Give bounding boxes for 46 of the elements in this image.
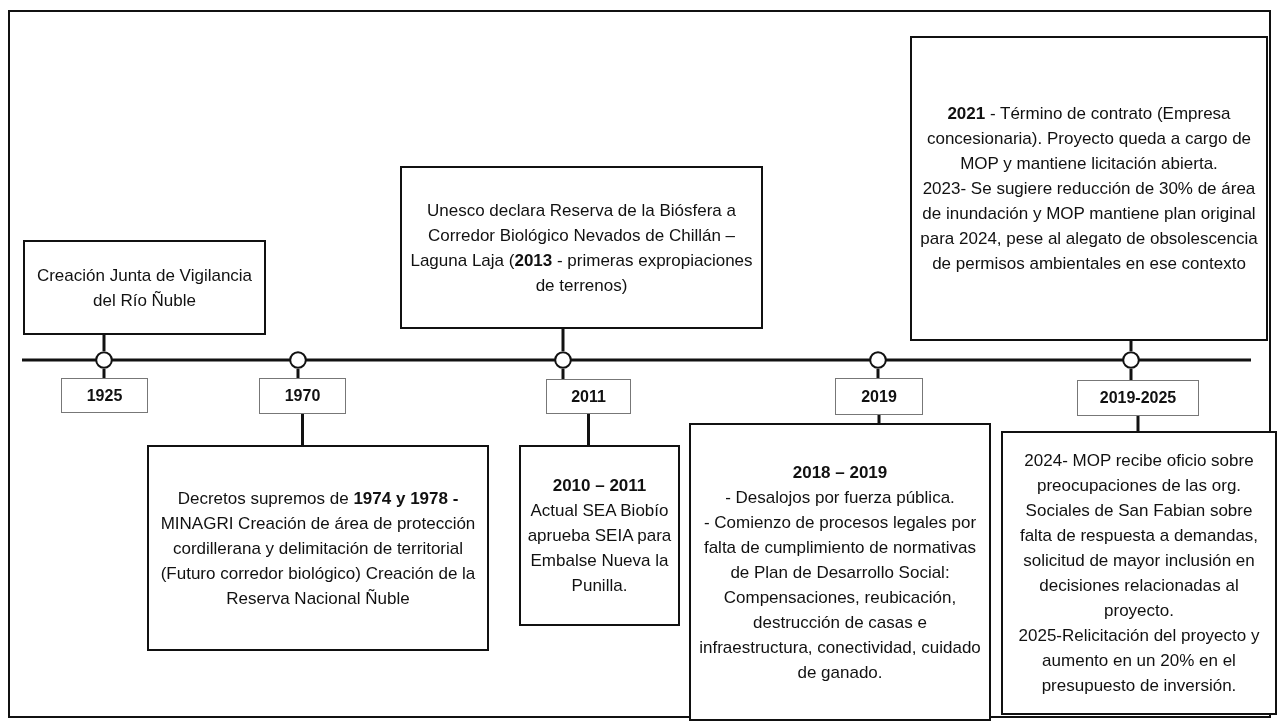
period-heading: 2010 – 2011 <box>552 475 647 497</box>
event-box <box>1001 431 1277 715</box>
year-label: 1970 <box>284 387 321 405</box>
year-box <box>259 378 346 414</box>
connector-line <box>877 415 881 423</box>
event-text: 2023- Se sugiere reducción de 30% de área de inundación y MOP mantiene plan original para 2024, pese al alegato de obsolescencia de permisos ambientales en ese contexto <box>919 178 1259 275</box>
year-label: 1925 <box>86 386 123 405</box>
connector-line <box>1129 369 1133 380</box>
year-box <box>835 378 923 415</box>
connector-line <box>1129 341 1133 351</box>
connector-line <box>587 414 590 445</box>
event-text: - Comienzo de procesos legales por falta de cumplimiento de normativas de Plan de Desarrollo Social: Compensaciones, reubicación, destrucción de casas e infraestructura, conectividad, cuidado de ganado. <box>698 511 982 684</box>
timeline-marker <box>869 351 887 369</box>
event-text: 2025-Relicitación del proyecto y aumento en un 20% en el presupuesto de inversión. <box>1017 625 1261 697</box>
connector-line <box>561 369 565 379</box>
year-label: 2011 <box>571 387 606 406</box>
event-box <box>400 166 763 329</box>
year-box <box>546 379 631 414</box>
event-box <box>910 36 1268 341</box>
event-box <box>147 445 489 651</box>
period-heading: 2018 – 2019 <box>792 461 888 484</box>
event-text: Decretos supremos de 1974 y 1978 - MINAGRI Creación de área de protección cordillerana y delimitación de territorial (Futuro corredor biológico) Creación de la Reserva Nacional Ñuble <box>159 487 477 610</box>
year-label: 2019-2025 <box>1099 389 1177 407</box>
connector-line <box>561 329 565 351</box>
year-label: 2019 <box>861 387 897 406</box>
event-text: Creación Junta de Vigilancia del Río Ñuble <box>35 264 254 312</box>
connector-line <box>876 369 880 378</box>
timeline-marker <box>95 351 113 369</box>
event-text: Actual SEA Biobío aprueba SEIA para Embalse Nueva la Punilla. <box>527 500 672 597</box>
timeline-marker <box>289 351 307 369</box>
connector-line <box>102 369 106 378</box>
timeline-marker <box>554 351 572 369</box>
connector-line <box>1136 416 1140 431</box>
connector-line <box>301 414 304 445</box>
year-box <box>61 378 148 413</box>
event-text: Unesco declara Reserva de la Biósfera a Corredor Biológico Nevados de Chillán – Laguna Laja (2013 - primeras expropiaciones de terrenos) <box>409 199 754 297</box>
event-text: 2021 - Término de contrato (Empresa concesionaria). Proyecto queda a cargo de MOP y mantiene licitación abierta. <box>925 103 1253 175</box>
timeline-marker <box>1122 351 1140 369</box>
event-text: - Desalojos por fuerza pública. <box>725 486 955 509</box>
connector-line <box>296 369 300 378</box>
event-box <box>23 240 266 335</box>
event-box <box>519 445 680 626</box>
year-box <box>1077 380 1199 416</box>
connector-line <box>102 335 106 351</box>
event-box <box>689 423 991 721</box>
event-text: 2024- MOP recibe oficio sobre preocupaciones de las org. Sociales de San Fabian sobre falta de respuesta a demandas, solicitud de mayor inclusión en decisiones relacionadas al proyecto. <box>1018 450 1260 622</box>
